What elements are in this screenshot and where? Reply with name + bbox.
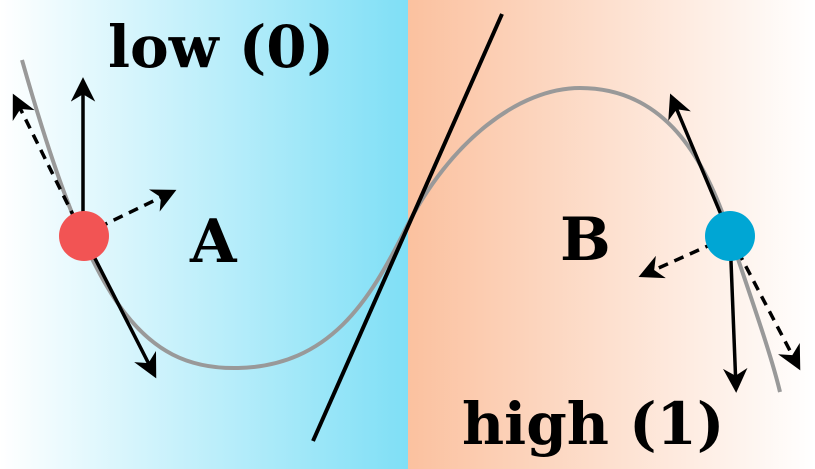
point-a-dot bbox=[59, 211, 109, 261]
point-b-dot bbox=[705, 211, 755, 261]
point-b-label: B bbox=[560, 205, 611, 275]
point-a-dashed-up-arrow bbox=[12, 93, 85, 236]
low-region-label: low (0) bbox=[108, 13, 335, 81]
decision-boundary-line bbox=[311, 13, 504, 442]
point-a-label: A bbox=[190, 207, 237, 277]
point-b-down-arrow bbox=[722, 235, 748, 393]
high-region-label: high (1) bbox=[462, 390, 725, 458]
